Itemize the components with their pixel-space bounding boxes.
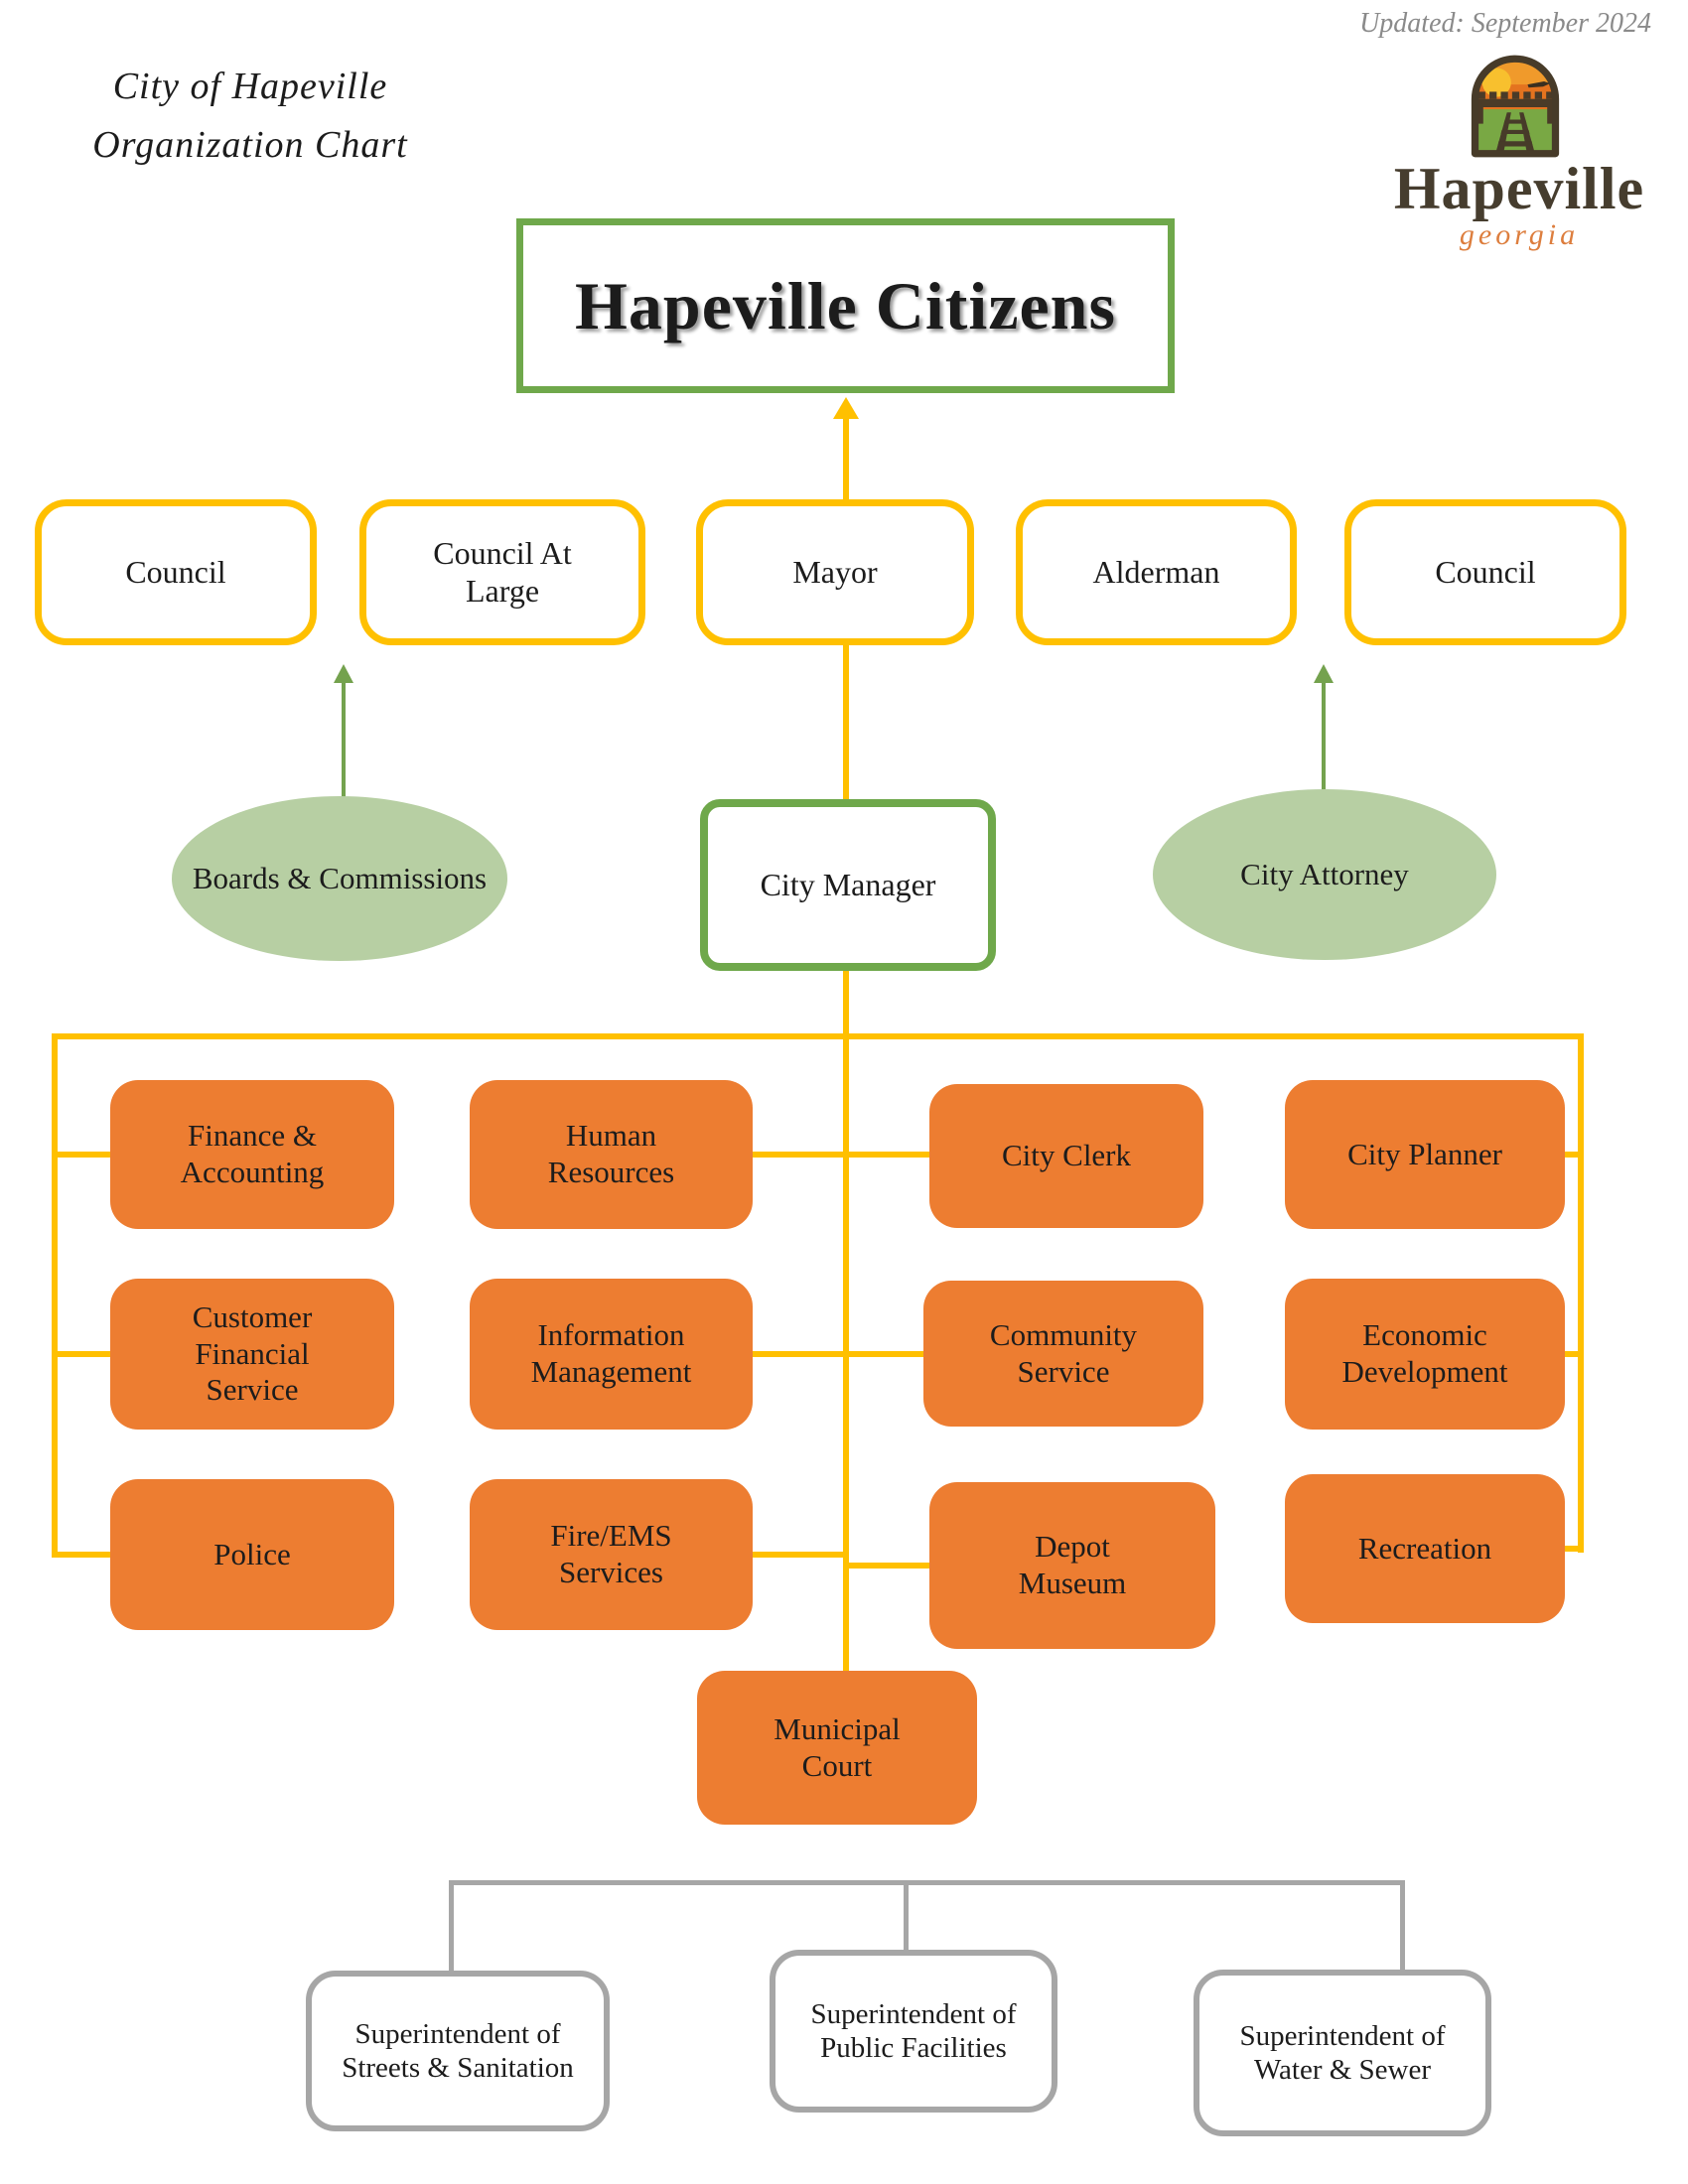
node-recreation: Recreation xyxy=(1285,1474,1565,1623)
stem-boards-commissions xyxy=(342,682,346,797)
stub-city-clerk xyxy=(847,1152,932,1158)
node-information-mgmt: Information Management xyxy=(470,1279,753,1430)
node-super-public-facilities: Superintendent of Public Facilities xyxy=(770,1950,1057,2113)
node-community-service: Community Service xyxy=(923,1281,1203,1427)
bracket-horizontal xyxy=(449,1880,1405,1885)
page-title-line2: Organization Chart xyxy=(92,123,408,166)
node-municipal-court: Municipal Court xyxy=(697,1671,977,1825)
node-economic-development: Economic Development xyxy=(1285,1279,1565,1430)
connector-citizens-arrow-shaft xyxy=(843,417,849,502)
node-super-streets-sanitation: Superintendent of Streets & Sanitation xyxy=(306,1971,610,2131)
arrow-up-boards-icon xyxy=(334,664,353,683)
connector-center-vertical xyxy=(843,644,849,1673)
node-city-manager: City Manager xyxy=(700,799,996,971)
stub-economic-dev xyxy=(1563,1351,1583,1357)
stub-information-mgmt xyxy=(751,1351,845,1357)
node-hapeville-citizens: Hapeville Citizens xyxy=(516,218,1175,393)
stub-depot-museum xyxy=(847,1563,932,1569)
node-human-resources: Human Resources xyxy=(470,1080,753,1229)
node-finance-accounting: Finance & Accounting xyxy=(110,1080,394,1229)
bracket-middle-drop xyxy=(904,1880,909,1953)
logo-city-name: Hapeville xyxy=(1393,156,1645,221)
node-council-2: Council xyxy=(1344,499,1626,645)
connector-right-vertical xyxy=(1578,1033,1584,1553)
logo-state-name: georgia xyxy=(1459,218,1580,251)
node-customer-financial: Customer Financial Service xyxy=(110,1279,394,1430)
stub-city-planner xyxy=(1563,1152,1583,1158)
node-city-planner: City Planner xyxy=(1285,1080,1565,1229)
node-super-water-sewer: Superintendent of Water & Sewer xyxy=(1194,1970,1491,2136)
bracket-left-drop xyxy=(449,1880,454,1973)
node-council-at-large: Council At Large xyxy=(359,499,645,645)
hapeville-logo-icon xyxy=(1471,55,1560,158)
node-depot-museum: Depot Museum xyxy=(929,1482,1215,1649)
page-title: City of Hapeville Organization Chart xyxy=(70,58,431,175)
stub-human-resources xyxy=(751,1152,845,1158)
page-title-line1: City of Hapeville xyxy=(112,66,388,107)
node-boards-commissions: Boards & Commissions xyxy=(172,796,507,961)
stub-community-service xyxy=(847,1351,926,1357)
arrow-up-to-citizens-icon xyxy=(833,397,859,419)
node-council-1: Council xyxy=(35,499,317,645)
updated-date: Updated: September 2024 xyxy=(1359,8,1651,39)
stub-fire-ems xyxy=(751,1552,845,1558)
stub-recreation xyxy=(1563,1546,1583,1552)
arrow-up-attorney-icon xyxy=(1314,664,1334,683)
stub-finance xyxy=(54,1152,113,1158)
stub-customer-financial xyxy=(54,1351,113,1357)
stub-police xyxy=(54,1552,113,1558)
node-mayor: Mayor xyxy=(696,499,974,645)
node-fire-ems: Fire/EMS Services xyxy=(470,1479,753,1630)
node-city-clerk: City Clerk xyxy=(929,1084,1203,1228)
node-police: Police xyxy=(110,1479,394,1630)
connector-left-vertical xyxy=(52,1033,58,1558)
node-alderman: Alderman xyxy=(1016,499,1297,645)
node-city-attorney: City Attorney xyxy=(1153,789,1496,960)
connector-main-horizontal xyxy=(52,1033,1584,1039)
bracket-right-drop xyxy=(1400,1880,1405,1972)
stem-city-attorney xyxy=(1322,682,1326,797)
